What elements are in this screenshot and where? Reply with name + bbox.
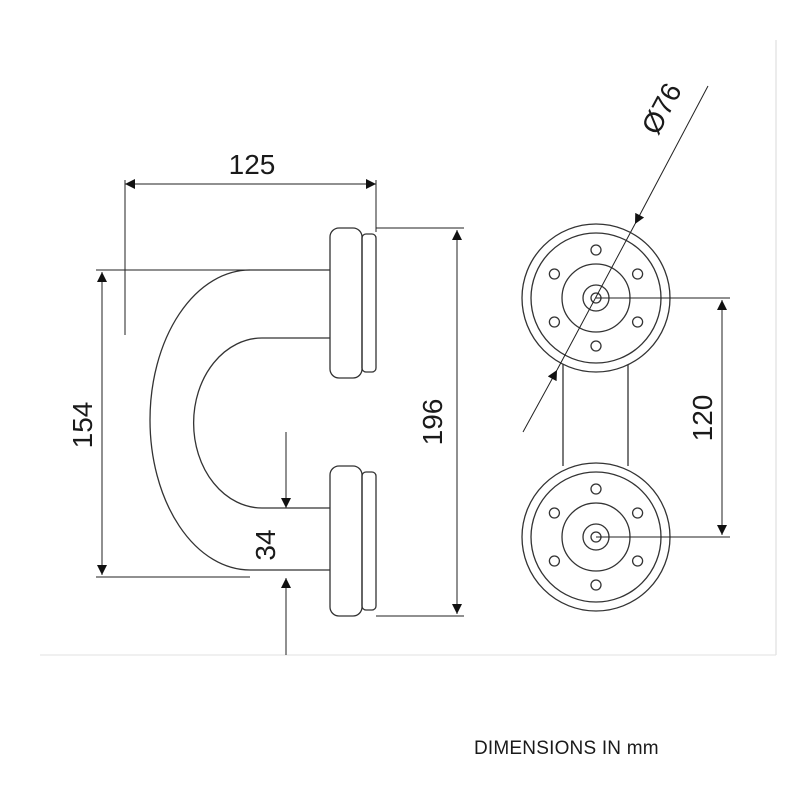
handle-outer-curve bbox=[149, 269, 330, 571]
screw-hole bbox=[590, 483, 602, 495]
screw-hole bbox=[631, 268, 644, 280]
dim-120-label: 120 bbox=[687, 395, 718, 442]
screw-hole bbox=[548, 507, 561, 519]
dim-76-label: Ø76 bbox=[636, 78, 688, 139]
bottom-rose-base bbox=[361, 471, 377, 611]
screw-holes bbox=[548, 244, 644, 591]
dim-196-label: 196 bbox=[417, 399, 448, 446]
dim-34-label: 34 bbox=[250, 529, 281, 560]
screw-hole bbox=[548, 316, 561, 328]
screw-hole bbox=[548, 268, 561, 280]
screw-hole bbox=[631, 316, 644, 328]
side-view bbox=[149, 227, 377, 617]
handle-inner-curve bbox=[193, 337, 330, 509]
dim-76-leader-top bbox=[634, 85, 709, 225]
dim-76-leader-mid bbox=[556, 223, 636, 371]
screw-hole bbox=[631, 555, 644, 567]
screw-hole bbox=[548, 555, 561, 567]
units-note: DIMENSIONS IN mm bbox=[474, 738, 659, 759]
screw-hole bbox=[590, 340, 602, 352]
dimension-lines bbox=[96, 85, 730, 655]
front-view bbox=[521, 223, 671, 612]
bottom-rose-plate bbox=[329, 465, 363, 617]
top-rose-base bbox=[361, 233, 377, 373]
dim-76-leader-bottom bbox=[522, 369, 558, 433]
dim-125-label: 125 bbox=[229, 149, 276, 180]
screw-hole bbox=[590, 244, 602, 256]
screw-hole bbox=[631, 507, 644, 519]
screw-hole bbox=[590, 579, 602, 591]
top-rose-plate bbox=[329, 227, 363, 379]
dim-154-label: 154 bbox=[67, 402, 98, 449]
